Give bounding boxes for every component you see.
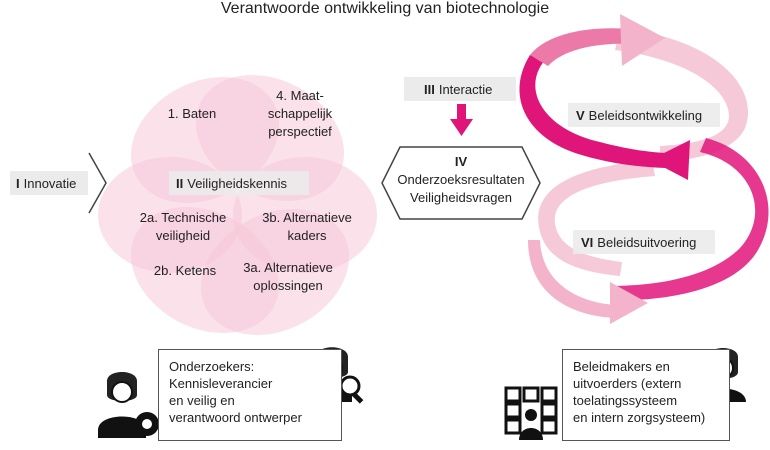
arrow-down-icon: [450, 104, 473, 136]
stage4-num: IV: [455, 154, 468, 169]
stage4-line1: Onderzoeksresultaten: [397, 172, 524, 187]
petal-label-maat-3: perspectief: [268, 124, 332, 139]
stage1-label: I Innovatie: [16, 176, 76, 191]
flower: [98, 75, 377, 335]
stage3-box: [404, 77, 516, 101]
cycle-arrowhead-bottom: [610, 282, 648, 324]
stage2-box: [169, 171, 309, 195]
stage5-label: V Beleidsontwikkeling: [576, 108, 702, 123]
stage4-hexagon: [381, 146, 541, 220]
diagram-title: Verantwoorde ontwikkeling van biotechnol…: [221, 0, 549, 17]
cycle-upper-pink: [530, 28, 640, 67]
petal-label-alt-kaders-1: 3b. Alternatieve: [262, 210, 352, 225]
policymaker-screens-icon: [504, 386, 558, 440]
petal-label-alt-opl-1: 3a. Alternatieve: [243, 260, 333, 275]
policy-cycle: [519, 14, 769, 324]
stage5-box: [568, 103, 720, 127]
petal-label-alt-kaders-2: kaders: [287, 228, 327, 243]
petal-labels: 1. Baten 4. Maat- schappelijk perspectie…: [140, 88, 352, 293]
researchers-line4: verantwoord ontwerper: [169, 410, 302, 425]
stage1-box: [10, 171, 88, 195]
petal-label-alt-opl-2: oplossingen: [253, 278, 322, 293]
petal-label-maat-2: schappelijk: [268, 106, 333, 121]
stage3-text: Interactie: [439, 82, 492, 97]
cycle-lower-band: [610, 138, 769, 301]
stage5-num: V: [576, 108, 585, 123]
petal-label-ketens: 2b. Ketens: [154, 263, 217, 278]
cycle-arrowhead-mid: [650, 140, 690, 180]
stage2-text: Veiligheidskennis: [187, 176, 287, 191]
petal-label-tech-2: veiligheid: [156, 228, 210, 243]
researchers-box: Onderzoekers: Kennisleverancier en veili…: [158, 349, 342, 441]
stage2-num: II: [176, 176, 183, 191]
policymakers-box: Beleidmakers en uitvoerders (extern toel…: [562, 349, 730, 441]
stage3-label: III Interactie: [424, 82, 492, 97]
policymakers-line2: uitvoerders (extern: [573, 376, 682, 391]
stage6-label: VI Beleidsuitvoering: [581, 235, 696, 250]
stage3-num: III: [424, 82, 435, 97]
policymakers-line1: Beleidmakers en: [573, 359, 670, 374]
stage6-text: Beleidsuitvoering: [597, 235, 696, 250]
petal-label-tech-1: 2a. Technische: [140, 210, 227, 225]
researchers-line1: Onderzoekers:: [169, 359, 255, 374]
stage6-box: [573, 230, 715, 254]
policymakers-line3: toelatingssysteem: [573, 393, 678, 408]
cycle-upper-band: [519, 55, 665, 168]
stage1-num: I: [16, 176, 20, 191]
stage5-text: Beleidsontwikkeling: [589, 108, 702, 123]
stage4-line2: Veiligheidsvragen: [410, 190, 512, 205]
petal-label-maat-1: 4. Maat-: [276, 88, 324, 103]
chevron-right-icon: [88, 152, 107, 214]
cycle-back-top: [615, 28, 749, 162]
stage1-text: Innovatie: [24, 176, 77, 191]
stage2-label: II Veiligheidskennis: [176, 176, 287, 191]
petal-bottom-right: [200, 209, 350, 335]
researchers-line3: en veilig en: [169, 393, 235, 408]
stage6-num: VI: [581, 235, 593, 250]
petal-label-baten: 1. Baten: [168, 106, 216, 121]
cycle-arrowhead-top: [620, 14, 665, 66]
cycle-back-bottom: [538, 160, 655, 276]
researchers-line2: Kennisleverancier: [169, 376, 273, 391]
policymakers-line4: en intern zorgsysteem): [573, 410, 706, 425]
researcher-gear-icon: [98, 372, 159, 438]
